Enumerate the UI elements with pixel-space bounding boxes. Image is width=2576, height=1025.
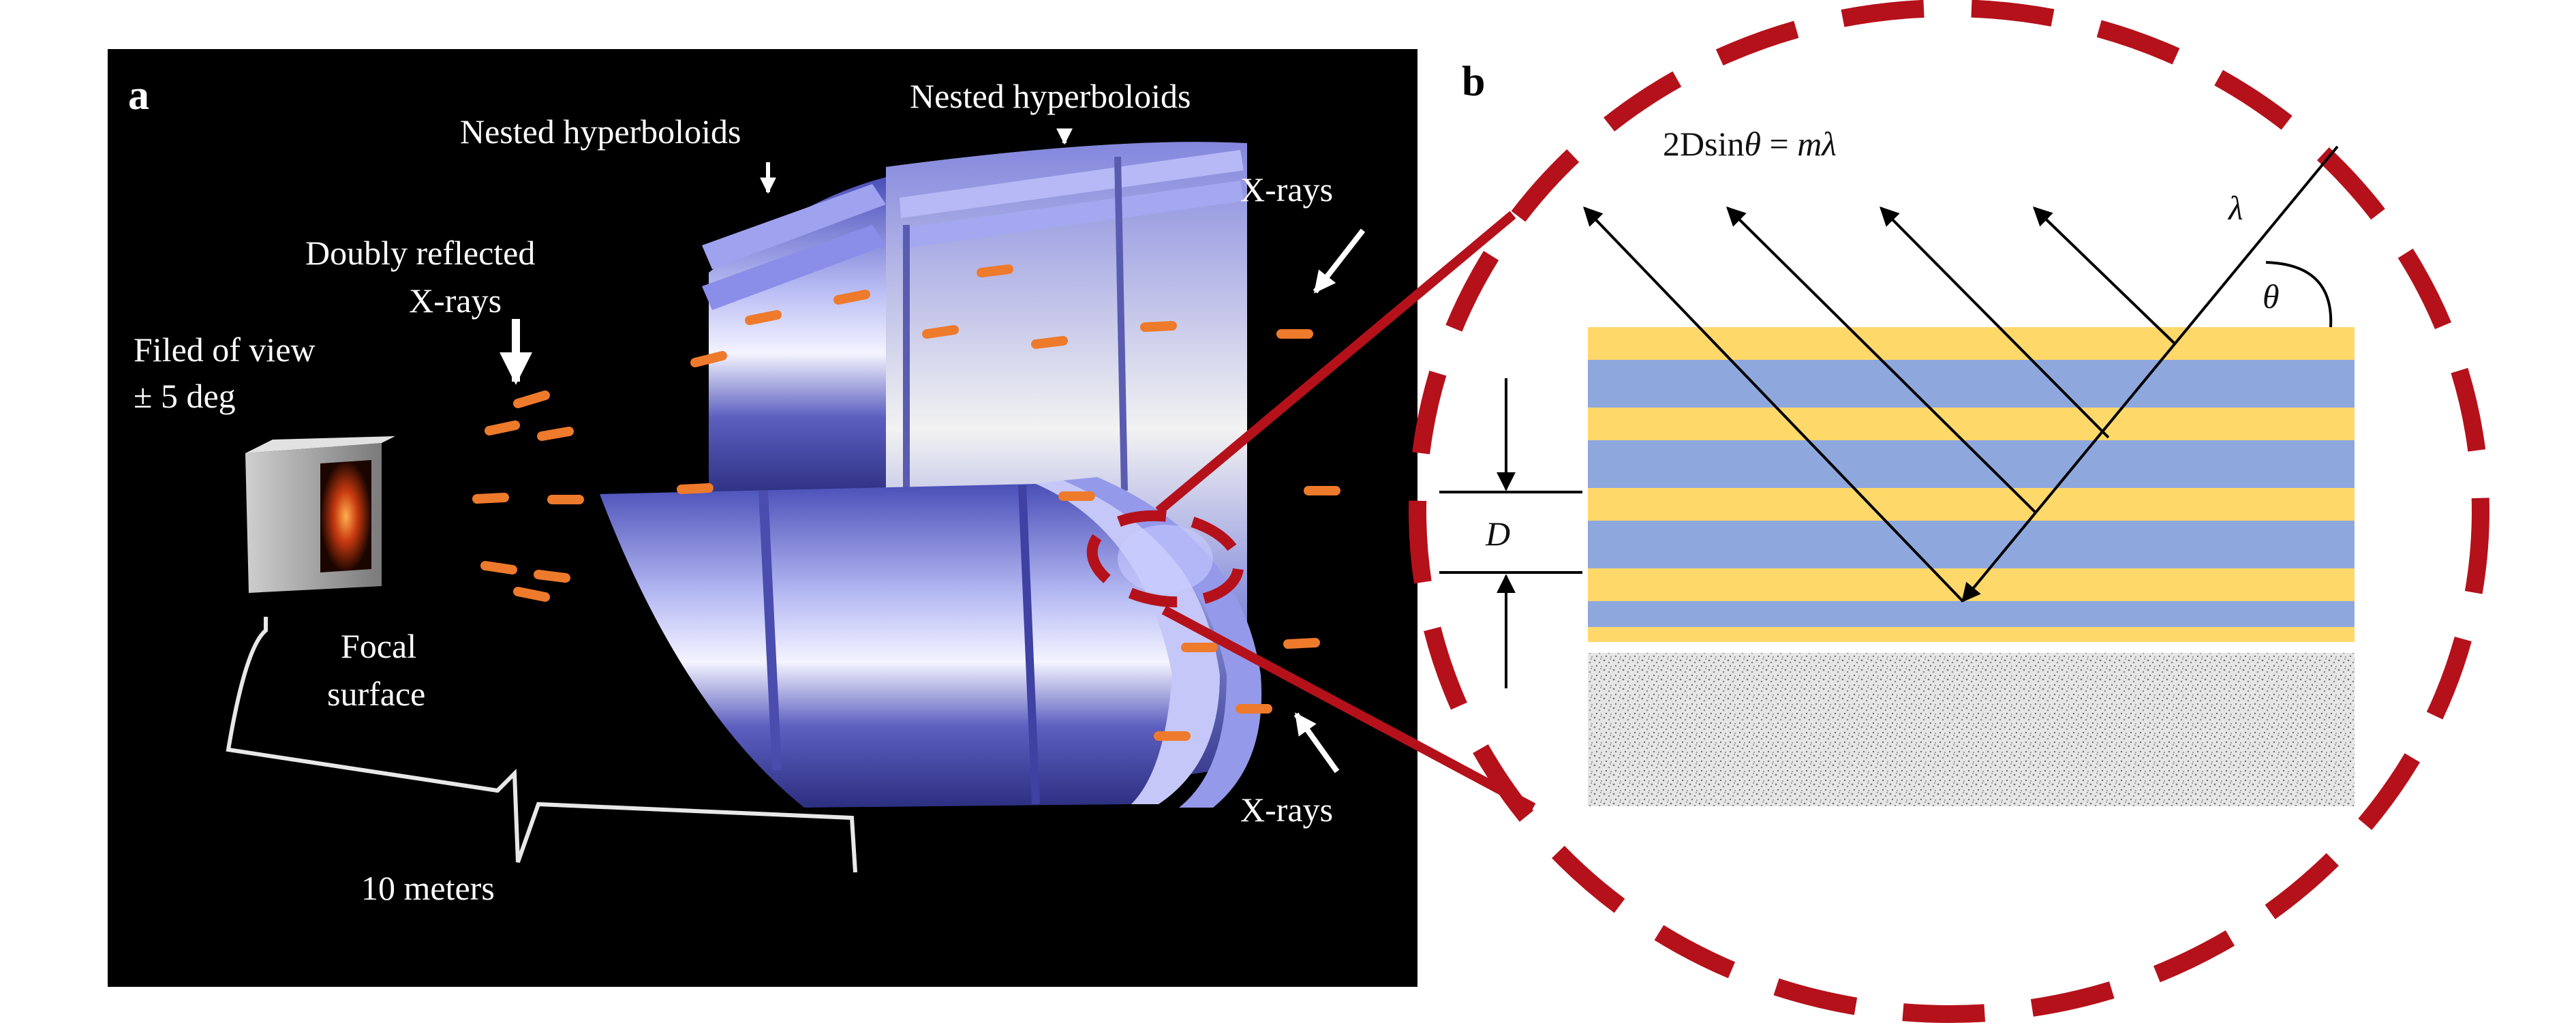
- label-field-of-view-range: ± 5 deg: [134, 377, 236, 415]
- zoom-source-ellipse: [1086, 510, 1244, 608]
- x-ray-dashes: [472, 264, 1340, 741]
- zoom-connector: [1086, 0, 2489, 1023]
- reflected-ray-2: [1880, 206, 2110, 439]
- label-10-meters: 10 meters: [361, 869, 495, 907]
- theta-symbol: θ: [2263, 277, 2280, 316]
- d-spacing-indicator: [1439, 378, 1582, 688]
- focal-surface-detector: [245, 436, 395, 593]
- label-xrays-bottom: X-rays: [1240, 791, 1333, 829]
- reflected-ray-4: [1583, 206, 1964, 602]
- bragg-equation: 2Dsinθ = mλ: [1663, 125, 1837, 163]
- label-focal: Focal: [341, 627, 416, 665]
- label-doubly-reflected: Doubly reflected: [305, 234, 535, 272]
- panel-b: b 2Dsinθ = mλ: [1439, 59, 2355, 806]
- theta-arc: [2265, 261, 2333, 328]
- layer-blue-4: [1588, 601, 2355, 627]
- arrow-xrays-bottom: [1293, 712, 1340, 774]
- multilayer-stack: [1588, 327, 2355, 806]
- label-doubly-reflected-xrays: X-rays: [409, 281, 502, 320]
- layer-yellow-2: [1588, 408, 2355, 440]
- label-nested-hyperboloids-left: Nested hyperboloids: [460, 112, 741, 151]
- layer-blue-1: [1588, 360, 2355, 408]
- zoom-line-bottom: [1161, 605, 1536, 812]
- substrate: [1588, 653, 2355, 806]
- zoom-target-ellipse: [1409, 0, 2489, 1023]
- lambda-symbol: λ: [2227, 189, 2243, 227]
- layer-yellow-4: [1588, 568, 2355, 601]
- layer-yellow-5: [1588, 627, 2355, 642]
- ray-diagram: [1583, 145, 2339, 603]
- label-field-of-view: Filed of view: [134, 331, 316, 369]
- panel-a: a Nested hyperboloids Nested hyperboloid…: [108, 49, 1417, 987]
- panel-b-letter: b: [1462, 59, 1485, 105]
- label-surface: surface: [327, 675, 425, 713]
- incident-ray: [1961, 145, 2339, 603]
- annotation-arrows: [500, 128, 1366, 774]
- reflected-ray-1: [2032, 206, 2177, 346]
- nested-hyperboloids-front: [600, 477, 1262, 808]
- layer-blue-3: [1588, 521, 2355, 568]
- layer-yellow-3: [1588, 488, 2355, 521]
- arrow-xrays-top: [1313, 228, 1366, 294]
- label-xrays-top: X-rays: [1240, 170, 1333, 209]
- length-bracket: [226, 617, 857, 873]
- panel-a-letter: a: [128, 72, 149, 119]
- d-symbol: D: [1485, 515, 1510, 553]
- zoom-line-top: [1155, 211, 1516, 515]
- label-nested-hyperboloids-right: Nested hyperboloids: [910, 77, 1191, 115]
- reflected-ray-3: [1726, 206, 2037, 514]
